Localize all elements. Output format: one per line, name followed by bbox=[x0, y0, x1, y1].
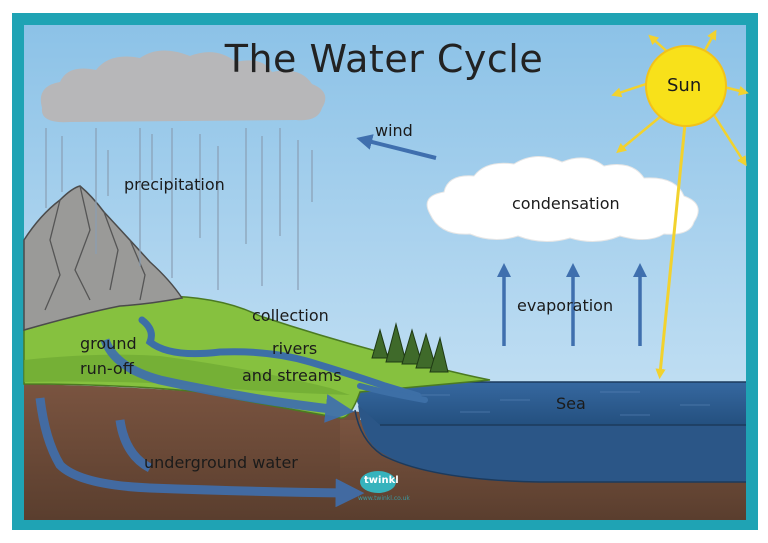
collection-label: collection bbox=[252, 306, 329, 325]
twinkl-logo-url: www.twinkl.co.uk bbox=[358, 495, 410, 502]
sea-shore-line bbox=[354, 409, 746, 483]
twinkl-logo-text: twinkl bbox=[364, 475, 399, 486]
sea-ripples bbox=[420, 391, 710, 416]
wind-arrow bbox=[356, 134, 437, 160]
rain-cloud bbox=[40, 50, 326, 123]
condensation-cloud bbox=[426, 156, 699, 242]
condensation-label: condensation bbox=[512, 194, 620, 213]
sea-label: Sea bbox=[556, 394, 586, 413]
rain-streaks bbox=[45, 128, 313, 290]
underground-arrow-2 bbox=[115, 419, 153, 472]
river bbox=[138, 316, 422, 400]
evaporation-arrows bbox=[497, 263, 647, 346]
underground-water-label: underground water bbox=[144, 453, 298, 472]
runoff-label-line1: ground bbox=[80, 334, 137, 353]
river-branch bbox=[357, 383, 428, 403]
sea-deep bbox=[358, 405, 746, 482]
sun-label: Sun bbox=[667, 75, 702, 96]
runoff-arrow bbox=[100, 338, 355, 423]
runoff-label-line2: run-off bbox=[80, 359, 134, 378]
twinkl-logo bbox=[360, 471, 396, 493]
trees bbox=[371, 322, 449, 373]
evaporation-label: evaporation bbox=[517, 296, 614, 315]
mountain-ridges bbox=[44, 185, 146, 311]
precipitation-label: precipitation bbox=[124, 175, 225, 194]
grass-shade bbox=[24, 354, 350, 395]
mountain bbox=[23, 185, 184, 331]
sea-surface bbox=[352, 382, 746, 425]
rivers-label-line2: and streams bbox=[242, 366, 342, 385]
rivers-label-line1: rivers bbox=[272, 339, 318, 358]
wind-label: wind bbox=[375, 121, 413, 140]
underground-arrow-1 bbox=[35, 397, 365, 508]
diagram-title: The Water Cycle bbox=[224, 37, 544, 81]
sun bbox=[645, 45, 727, 127]
